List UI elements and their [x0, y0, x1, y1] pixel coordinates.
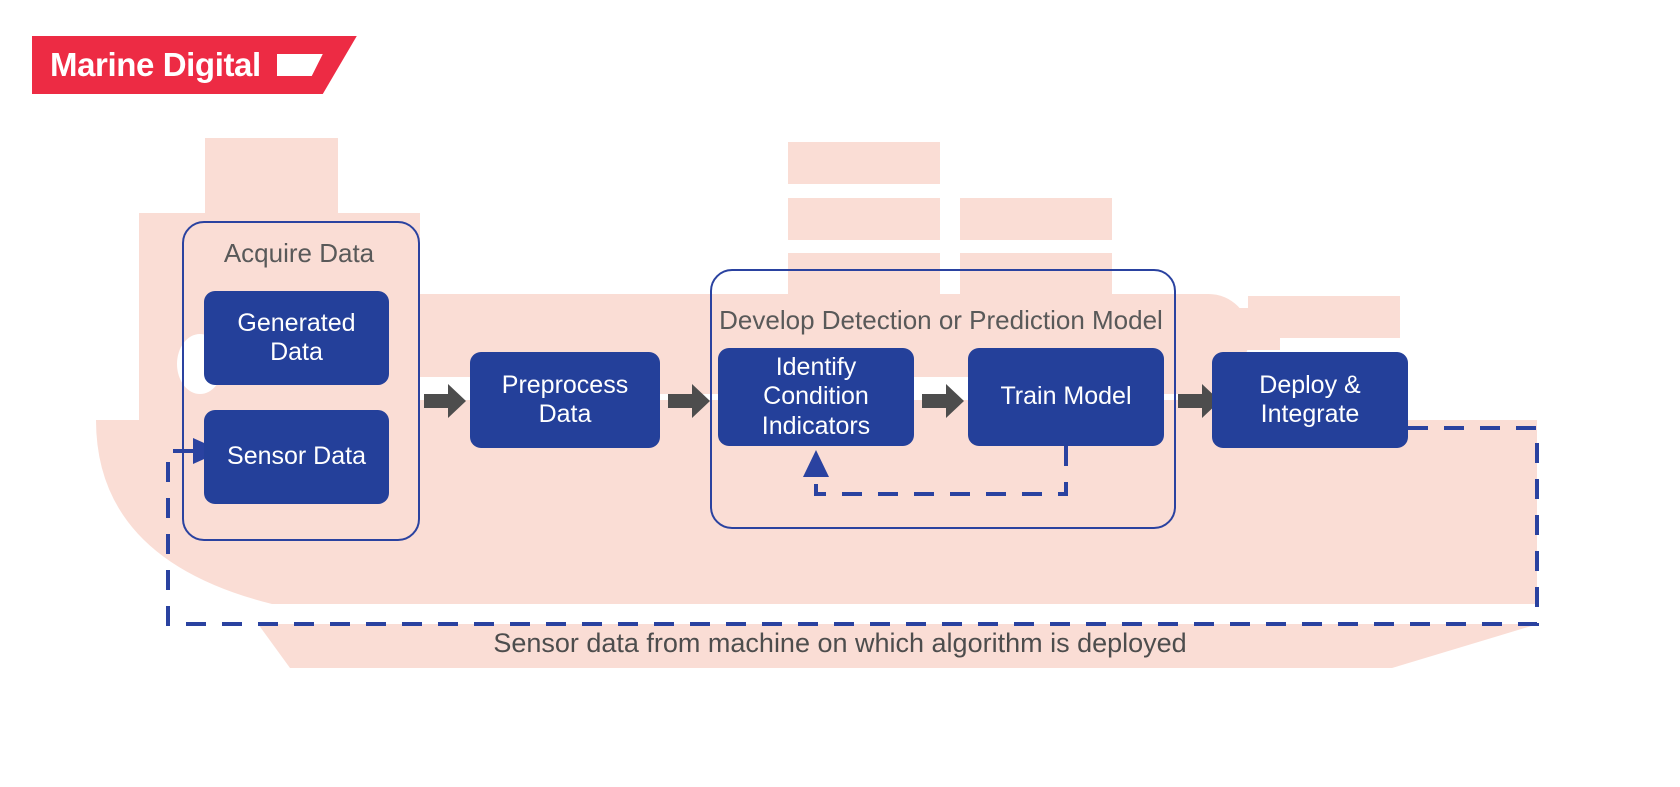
node-identify-condition-indicators-label: Identify Condition Indicators — [761, 352, 871, 440]
brand-logo[interactable]: Marine Digital — [32, 36, 357, 94]
right-arrow-icon — [922, 384, 964, 418]
node-identify-condition-indicators[interactable]: Identify Condition Indicators — [718, 348, 914, 446]
feedback-loop-caption: Sensor data from machine on which algori… — [493, 628, 1187, 658]
node-generated-data[interactable]: Generated Data — [204, 291, 389, 385]
node-generated-data-label: Generated Data — [237, 308, 356, 367]
group-acquire-data — [182, 221, 420, 541]
group-acquire-data-label: Acquire Data — [223, 238, 375, 268]
right-arrow-icon — [668, 384, 710, 418]
node-preprocess-data-label: Preprocess Data — [501, 370, 629, 429]
node-train-model-label: Train Model — [1000, 382, 1132, 411]
right-arrow-icon — [1178, 384, 1220, 418]
node-train-model[interactable]: Train Model — [968, 348, 1164, 446]
group-develop-model-label: Develop Detection or Prediction Model — [719, 305, 1163, 335]
node-sensor-data-label: Sensor Data — [227, 442, 366, 471]
node-sensor-data[interactable]: Sensor Data — [204, 410, 389, 504]
node-deploy-integrate-label: Deploy & Integrate — [1259, 370, 1361, 429]
brand-name: Marine Digital — [50, 46, 261, 83]
group-develop-model — [710, 269, 1176, 529]
node-preprocess-data[interactable]: Preprocess Data — [470, 352, 660, 448]
node-deploy-integrate[interactable]: Deploy & Integrate — [1212, 352, 1408, 448]
right-arrow-icon — [424, 384, 466, 418]
ship-mark-icon — [277, 54, 323, 76]
